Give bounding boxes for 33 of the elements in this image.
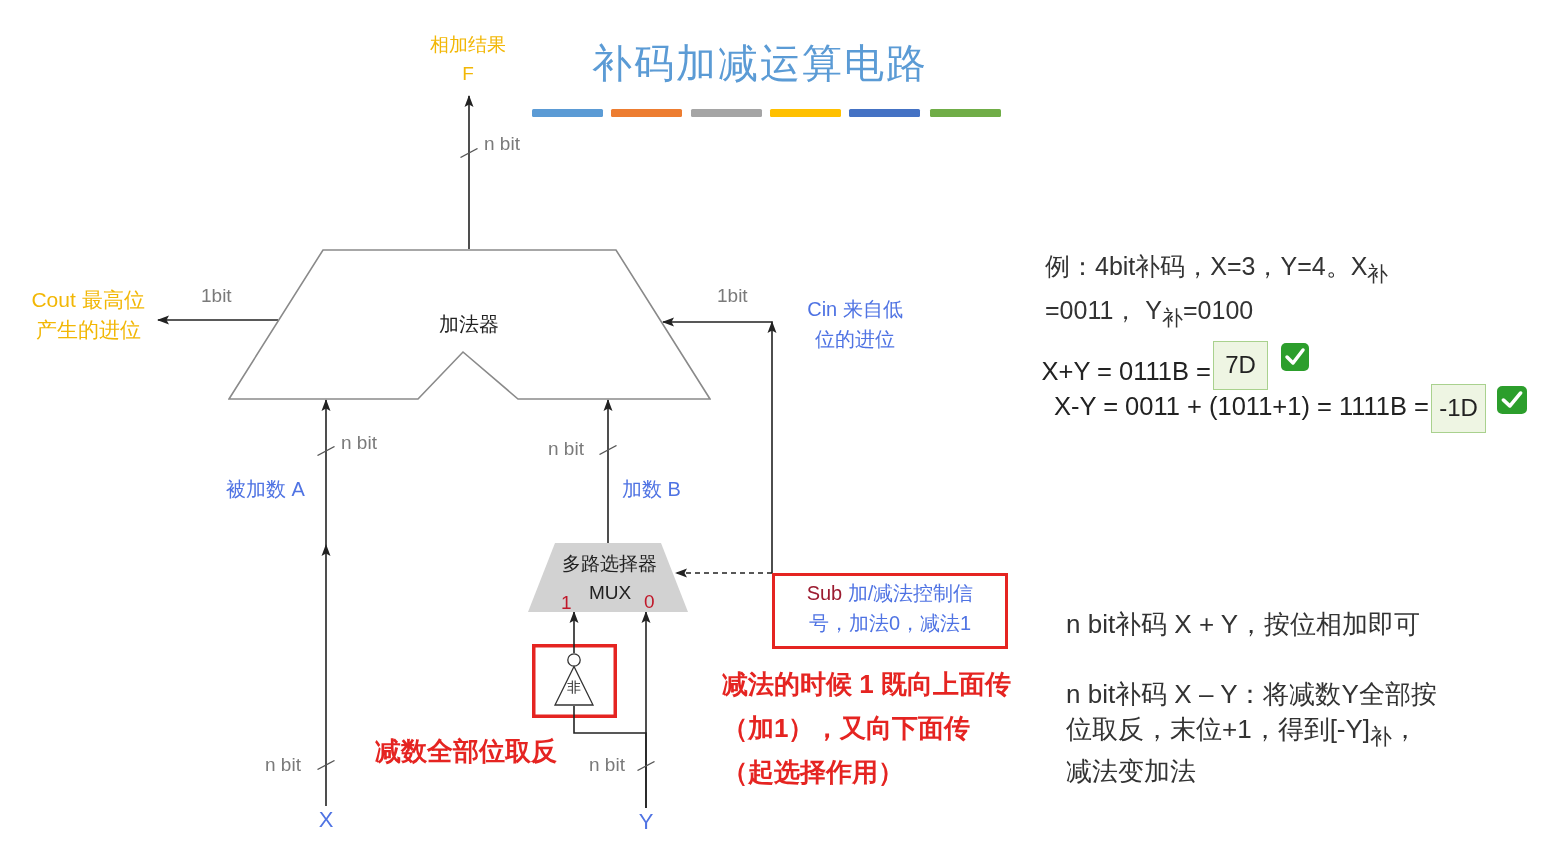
block-label: 多路选择器 <box>561 552 657 576</box>
signal-box <box>772 573 1008 649</box>
arrow <box>157 315 279 325</box>
output-label: 相加结果 F <box>429 33 507 86</box>
highlighted-value: -1D <box>1431 384 1486 433</box>
output-label: Cout 最高位产生的进位 <box>30 287 146 343</box>
title: 补码加减运算电路 <box>592 40 928 87</box>
connector-line <box>573 705 647 809</box>
arrow <box>321 399 331 807</box>
signal-description: Sub 加/减法控制信号，加法0，减法1 <box>805 581 975 636</box>
annotation-text: 减数全部位取反 <box>375 735 557 768</box>
annotation-text: 减法的时候 1 既向上面传（加1），又向下面传（起选择作用） <box>722 668 1012 789</box>
arrow <box>569 611 579 654</box>
block-label: MUX <box>588 581 632 605</box>
note-text: n bit补码 X + Y，按位相加即可 <box>1066 608 1421 641</box>
highlighted-value: 7D <box>1213 341 1268 390</box>
formula-text: X+Y = 0111B = <box>1041 356 1211 387</box>
signal-description: Cin 来自低位的进位 <box>806 297 904 352</box>
port-number: 0 <box>644 590 655 614</box>
arrow <box>603 399 613 544</box>
port-number: 1 <box>561 591 572 615</box>
signal-name: 被加数 A <box>226 477 305 502</box>
example-text: 例：4bit补码，X=3，Y=4。X$_{补}$=0011， Y$_{补}$=0100 <box>1045 251 1390 331</box>
block-label: 加法器 <box>439 312 499 337</box>
signal-name: X <box>318 806 334 834</box>
gate-label: 非 <box>567 679 581 695</box>
dashed-arrow <box>675 568 773 578</box>
formula-text: X-Y = 0011 + (1011+1) = 1111B = <box>1054 391 1429 422</box>
signal-name: 加数 B <box>622 477 681 502</box>
note-text: n bit补码 X – Y：将减数Y全部按位取反，末位+1，得到[-Y]$_{补}$，减法变加法 <box>1066 678 1438 789</box>
arrow <box>662 317 777 574</box>
signal-name: Y <box>638 808 654 836</box>
arrow <box>464 95 474 250</box>
